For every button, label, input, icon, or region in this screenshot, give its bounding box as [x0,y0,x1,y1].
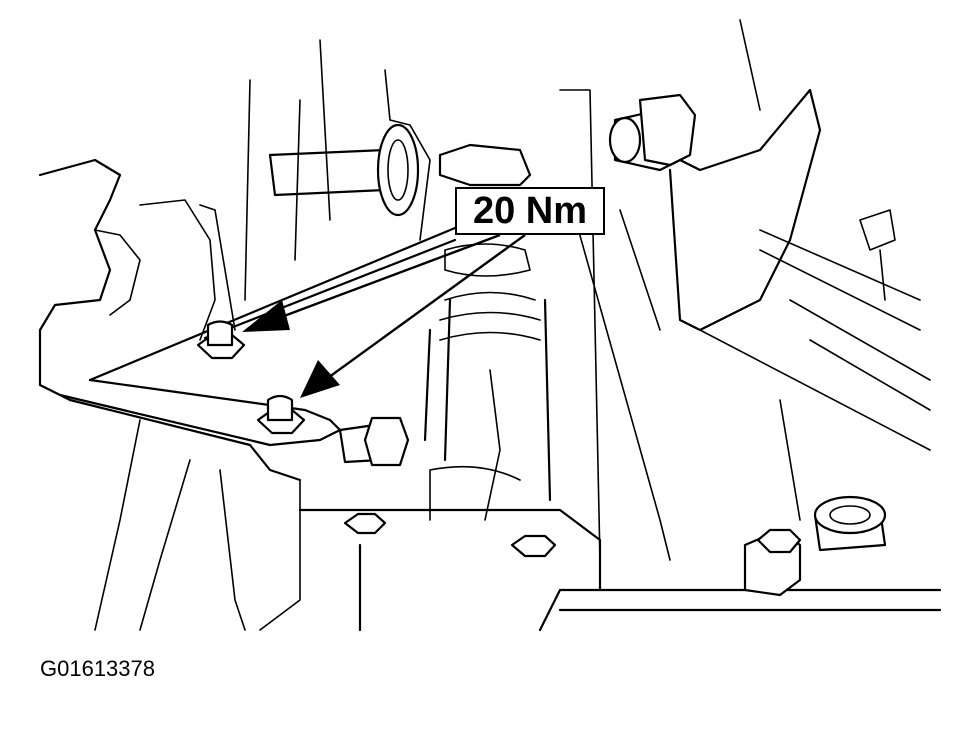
torque-arrow-lower [300,234,526,398]
bracket-bolt-upper-icon [196,320,246,360]
torque-arrow-upper [242,233,501,332]
lower-right-washer-icon [813,495,887,552]
torque-callout: 20 Nm [455,187,605,235]
bracket-arm [88,226,457,382]
left-bracket [38,158,342,447]
figure-id: G01613378 [40,656,155,681]
shaft-collar [376,123,420,217]
lower-bolt-icon [343,512,387,535]
center-column [438,143,532,187]
top-right-bolt-icon [608,93,697,172]
right-housing [668,88,822,332]
lower-bolt-icon [510,534,557,558]
lower-housing [298,508,942,632]
lower-right-bolt-icon [743,528,802,597]
bracket-bolt-lower-icon [256,394,306,435]
